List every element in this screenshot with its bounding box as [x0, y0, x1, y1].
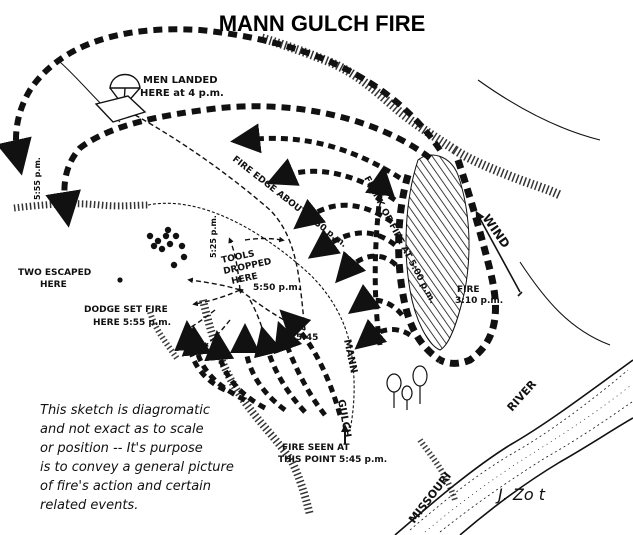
arrow-icon	[204, 330, 267, 411]
crew-dots-icon	[117, 226, 188, 283]
arrow-icon	[230, 123, 402, 181]
label-fire-seen-time: THIS POINT 5:45 p.m.	[278, 455, 387, 465]
note-line-1: This sketch is diagromatic	[40, 403, 210, 418]
disclaimer-note: This sketch is diagromatic and not exact…	[40, 403, 234, 513]
west-ridge-2	[147, 311, 181, 362]
fire-boundary-west	[395, 174, 443, 363]
note-line-4: is to convey a general picture	[40, 460, 234, 475]
label-tools-time: 5:50 p.m.	[253, 283, 301, 293]
map-title: MANN GULCH FIRE	[219, 11, 426, 36]
label-gulch: GULCH	[335, 399, 353, 439]
arrow-icon	[307, 229, 397, 259]
label-mann: MANN	[341, 338, 359, 374]
label-fire: FIRE	[457, 285, 480, 295]
arrow-icon	[335, 250, 398, 284]
label-time-545: 5:45	[296, 333, 318, 343]
men-route	[134, 114, 306, 348]
label-two-escaped: TWO ESCAPED	[18, 268, 91, 278]
arrow-icon	[293, 198, 394, 230]
wind-arrows	[475, 210, 523, 297]
crew-route-outer	[0, 26, 443, 176]
east-ridge-bottom	[417, 438, 458, 501]
fire-spread-arrows	[174, 123, 412, 417]
arrow-icon	[273, 320, 327, 417]
arrow-icon	[254, 325, 307, 414]
west-gulch-ridge	[199, 299, 314, 516]
label-men-landed-time: HERE at 4 p.m.	[140, 88, 224, 99]
fire-hatched-area-icon	[405, 154, 470, 351]
note-line-6: related events.	[40, 498, 138, 513]
arrow-icon	[354, 318, 412, 350]
arrow-icon	[174, 320, 227, 393]
fire-boundary-east	[438, 158, 499, 367]
label-dodge-fire-time: HERE 5:55 p.m.	[93, 318, 171, 328]
tree-icon	[386, 365, 428, 410]
label-fire-seen: FIRE SEEN AT	[282, 443, 350, 453]
fire-front-lines	[0, 26, 499, 367]
parachute-icon	[94, 73, 147, 123]
artist-signature: J. Zo t	[495, 485, 546, 504]
label-fire-edge: FIRE EDGE ABOUT 5:50 p.m.	[230, 154, 348, 249]
arrow-icon	[347, 284, 404, 317]
label-two-escaped-here: HERE	[40, 280, 67, 290]
label-river: RIVER	[505, 377, 540, 414]
note-line-2: and not exact as to scale	[40, 422, 204, 437]
missouri-river	[394, 79, 633, 535]
south-ridge	[13, 200, 149, 212]
label-dodge-fire: DODGE SET FIRE	[84, 305, 168, 315]
label-missouri: MISSOURI	[406, 470, 454, 526]
mann-gulch-creek	[147, 202, 355, 431]
note-line-3: or position -- It's purpose	[40, 441, 203, 456]
arrow-icon	[230, 323, 287, 413]
map-labels: MEN LANDED HERE at 4 p.m. 5:55 p.m. FIRE…	[18, 75, 539, 526]
arrow-icon	[365, 165, 395, 346]
label-time-525: 5:25 p.m.	[209, 215, 218, 258]
crew-route-inner	[45, 103, 432, 228]
label-fire-time: 3:10 p.m.	[455, 296, 503, 306]
note-line-5: of fire's action and certain	[40, 479, 211, 494]
label-wind: WIND	[480, 212, 513, 251]
label-time-555: 5:55 p.m.	[33, 157, 42, 200]
label-men-landed: MEN LANDED	[143, 75, 218, 86]
